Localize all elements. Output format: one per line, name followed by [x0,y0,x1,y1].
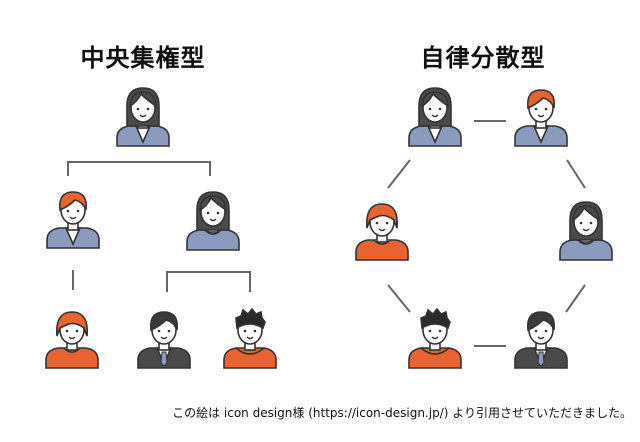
person-c-bot-3-icon [223,307,277,369]
person-c-mid-l-icon [46,191,100,249]
person-a-3-icon [559,201,613,261]
connectors [67,120,586,347]
person-a-1-icon [408,87,462,147]
person-a-2-icon [514,89,568,147]
person-c-bot-1-icon [45,311,99,369]
connector-line-8 [387,284,411,313]
connector-line-7 [566,159,586,189]
connector-line-3 [166,271,251,292]
person-a-6-icon [355,203,409,261]
connector-line-9 [565,284,586,313]
people [45,87,613,369]
person-c-top-icon [116,87,170,147]
connector-line-1 [67,161,211,176]
autonomous-title: 自律分散型 [420,44,546,72]
centralized-title: 中央集権型 [80,44,206,72]
connector-line-6 [387,159,411,189]
person-c-mid-r-icon [186,191,240,251]
person-a-4-icon [514,311,568,369]
attribution-caption: この絵は icon design様 (https://icon-design.j… [172,406,632,420]
person-a-5-icon [408,307,462,369]
person-c-bot-2-icon [137,311,191,369]
